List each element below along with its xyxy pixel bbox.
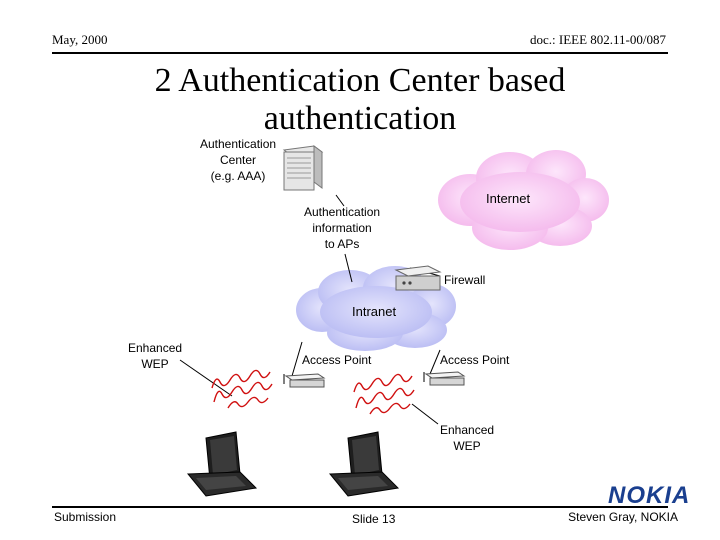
radio-waves-right [353, 373, 415, 415]
access-point-right-icon [423, 371, 466, 386]
firewall-label: Firewall [444, 273, 486, 287]
nokia-logo: NOKIA [608, 482, 691, 509]
enhanced-wep-left-line-2: WEP [141, 357, 169, 371]
access-point-left-label: Access Point [302, 353, 372, 367]
intranet-cloud [296, 266, 456, 351]
auth-info-label: Authentication information to APs [304, 204, 380, 252]
auth-center-label-line-1: Authentication [200, 137, 277, 151]
header-date: May, 2000 [52, 32, 108, 47]
enhanced-wep-right-line-2: WEP [453, 439, 481, 453]
auth-center-label-line-2: Center [220, 153, 257, 167]
slide-title-line-2: authentication [263, 100, 457, 137]
auth-info-label-line-3: to APs [324, 237, 360, 251]
intranet-label: Intranet [352, 304, 397, 319]
auth-info-label-line-1: Authentication [304, 205, 381, 219]
laptop-right-icon [328, 431, 400, 497]
connector-lines [179, 194, 441, 425]
access-point-right-label: Access Point [440, 353, 510, 367]
slide-title: 2 Authentication Center based authentica… [60, 62, 660, 138]
auth-center-label: Authentication Center (e.g. AAA) [200, 136, 276, 184]
footer-rule [52, 506, 668, 508]
enhanced-wep-left-line-1: Enhanced [128, 341, 183, 355]
internet-cloud [438, 150, 609, 250]
access-point-left-icon [283, 373, 326, 388]
slide-title-line-1: 2 Authentication Center based [154, 62, 566, 99]
radio-waves-left [211, 369, 273, 409]
header-rule [52, 52, 668, 54]
server-icon [282, 145, 324, 191]
auth-center-label-line-3: (e.g. AAA) [210, 169, 266, 183]
footer-slide-number: Slide 13 [352, 512, 396, 526]
header-doc-number: doc.: IEEE 802.11-00/087 [530, 32, 666, 47]
footer-submission: Submission [54, 510, 117, 524]
enhanced-wep-right-line-1: Enhanced [440, 423, 495, 437]
laptop-left-icon [186, 431, 258, 497]
footer-author: Steven Gray, NOKIA [568, 510, 678, 524]
enhanced-wep-left-label: Enhanced WEP [128, 340, 182, 372]
enhanced-wep-right-label: Enhanced WEP [440, 422, 494, 454]
auth-info-label-line-2: information [312, 221, 372, 235]
firewall-icon [394, 265, 442, 291]
internet-label: Internet [486, 191, 531, 206]
